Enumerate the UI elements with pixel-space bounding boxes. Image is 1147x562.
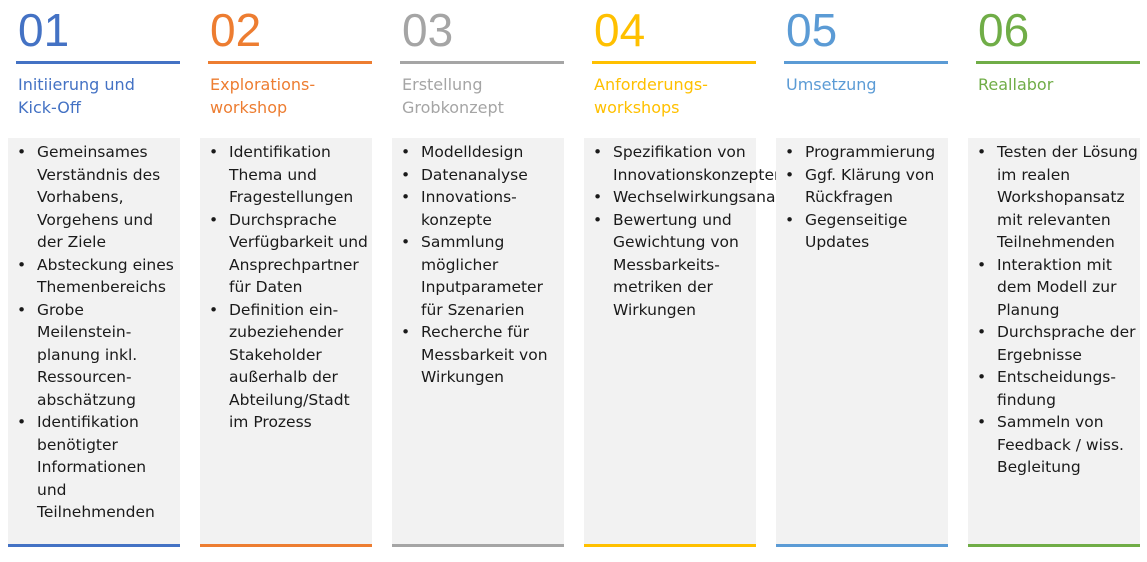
phase-task-item: Sammlung möglicher Inputparameter für Sz…: [392, 231, 564, 321]
phase-task-item: Datenanalyse: [392, 164, 564, 187]
phase-bottom-rule: [584, 544, 756, 547]
phase-task-item: Spezifikation von Innovationskonzepten: [584, 141, 784, 186]
phase-task-box: Testen der Lösung im realen Workshopansa…: [968, 138, 1140, 544]
phase-task-item: Gegenseitige Updates: [776, 209, 948, 254]
phase-task-item: Interaktion mit dem Modell zur Planung: [968, 254, 1140, 322]
phase-task-item: Identifikation Thema und Fragestellungen: [200, 141, 372, 209]
phase-task-list: Gemeinsames Verständnis des Vorhabens, V…: [8, 138, 180, 524]
phase-task-box: Modelldesign Datenanalyse Innovations-ko…: [392, 138, 564, 544]
phase-task-item: Sammeln von Feedback / wiss. Begleitung: [968, 411, 1140, 479]
phase-task-box: Identifikation Thema und Fragestellungen…: [200, 138, 372, 544]
phase-top-rule: [208, 61, 372, 64]
phase-task-item: Absteckung eines Themenbereichs: [8, 254, 180, 299]
phase-task-box: Programmierung Ggf. Klärung von Rückfrag…: [776, 138, 948, 544]
phase-task-item: Durchsprache der Ergebnisse: [968, 321, 1140, 366]
phase-task-list: Spezifikation von Innovationskonzepten W…: [584, 138, 807, 322]
phase-task-item: Innovations-konzepte: [392, 186, 564, 231]
phase-task-item: Gemeinsames Verständnis des Vorhabens, V…: [8, 141, 180, 254]
phase-task-item: Modelldesign: [392, 141, 564, 164]
phase-top-rule: [784, 61, 948, 64]
phase-title: Explorations- workshop: [210, 75, 316, 117]
phase-column-01: 01 Initiierung und Kick-Off Gemeinsames …: [8, 0, 180, 562]
phase-task-item: Recherche für Messbarkeit von Wirkungen: [392, 321, 564, 389]
phase-bottom-rule: [8, 544, 180, 547]
phase-bottom-rule: [776, 544, 948, 547]
phase-title: Umsetzung: [786, 75, 877, 94]
phase-bottom-rule: [968, 544, 1140, 547]
phase-number: 05: [786, 4, 838, 56]
phase-task-item: Identifikation benötigter Informationen …: [8, 411, 180, 524]
phase-task-item: Grobe Meilenstein-planung inkl. Ressourc…: [8, 299, 180, 412]
phase-task-item: Wechselwirkungsanalyse: [584, 186, 807, 209]
phase-task-item: Ggf. Klärung von Rückfragen: [776, 164, 948, 209]
phase-task-list: Identifikation Thema und Fragestellungen…: [200, 138, 372, 434]
phase-task-list: Modelldesign Datenanalyse Innovations-ko…: [392, 138, 564, 389]
phase-top-rule: [16, 61, 180, 64]
phase-task-box: Gemeinsames Verständnis des Vorhabens, V…: [8, 138, 180, 544]
phase-top-rule: [400, 61, 564, 64]
phase-number: 04: [594, 4, 646, 56]
phase-title: Anforderungs- workshops: [594, 75, 708, 117]
phase-bottom-rule: [200, 544, 372, 547]
phase-title: Reallabor: [978, 75, 1054, 94]
phase-task-item: Durchsprache Verfügbarkeit und Ansprechp…: [200, 209, 372, 299]
phase-column-04: 04 Anforderungs- workshops Spezifikation…: [584, 0, 807, 562]
phase-task-list: Programmierung Ggf. Klärung von Rückfrag…: [776, 138, 948, 254]
phase-number: 06: [978, 4, 1030, 56]
phase-bottom-rule: [392, 544, 564, 547]
phase-task-item: Testen der Lösung im realen Workshopansa…: [968, 141, 1140, 254]
phase-title: Initiierung und Kick-Off: [18, 75, 135, 117]
phase-task-item: Definition ein-zubeziehender Stakeholder…: [200, 299, 372, 434]
phase-number: 02: [210, 4, 262, 56]
phase-number: 03: [402, 4, 454, 56]
phase-column-03: 03 Erstellung Grobkonzept Modelldesign D…: [392, 0, 564, 562]
phase-task-item: Bewertung und Gewichtung von Messbarkeit…: [584, 209, 756, 322]
phase-column-02: 02 Explorations- workshop Identifikation…: [200, 0, 372, 562]
phase-task-item: Entscheidungs-findung: [968, 366, 1140, 411]
phase-number: 01: [18, 4, 70, 56]
phase-top-rule: [976, 61, 1140, 64]
phase-column-05: 05 Umsetzung Programmierung Ggf. Klärung…: [776, 0, 948, 562]
phase-column-06: 06 Reallabor Testen der Lösung im realen…: [968, 0, 1140, 562]
phase-task-item: Programmierung: [776, 141, 948, 164]
phase-top-rule: [592, 61, 756, 64]
phase-title: Erstellung Grobkonzept: [402, 75, 504, 117]
phase-task-list: Testen der Lösung im realen Workshopansa…: [968, 138, 1140, 479]
phase-task-box: Spezifikation von Innovationskonzepten W…: [584, 138, 807, 544]
